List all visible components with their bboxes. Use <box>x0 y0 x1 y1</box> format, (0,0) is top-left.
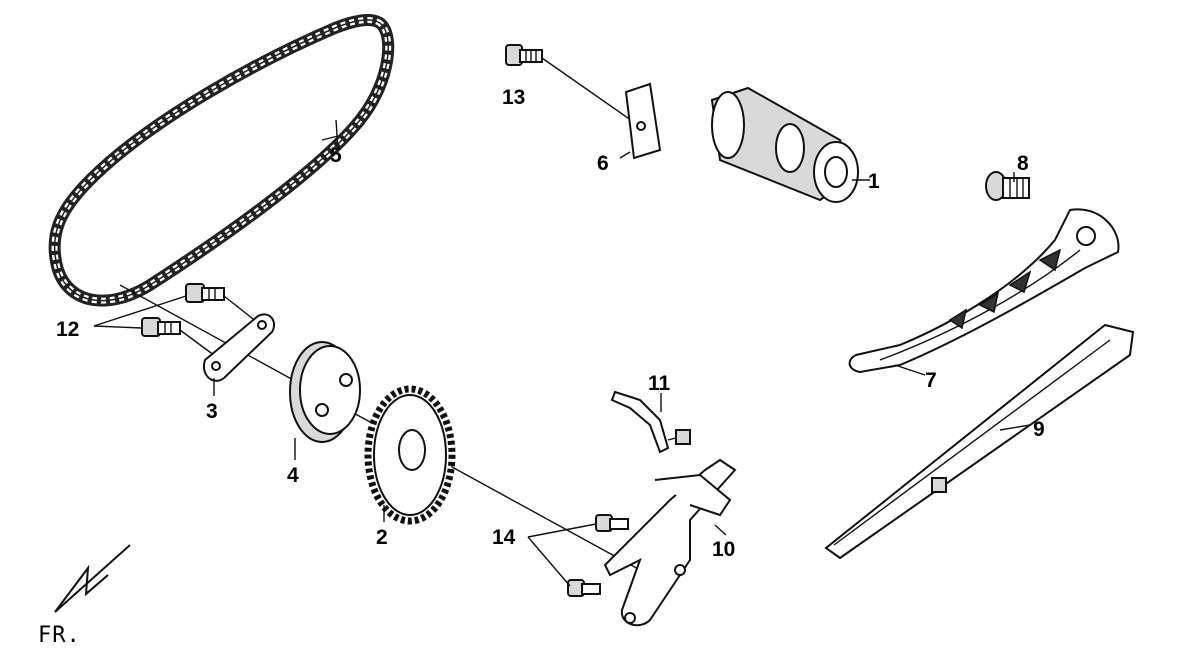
label-13: 13 <box>502 86 525 109</box>
label-6: 6 <box>597 152 609 175</box>
bracket-11 <box>610 390 691 454</box>
label-8: 8 <box>1017 152 1029 175</box>
label-5: 5 <box>330 144 342 167</box>
bolt-13 <box>505 44 543 66</box>
label-3: 3 <box>206 400 218 423</box>
label-11: 11 <box>648 372 671 395</box>
bolt-8 <box>985 171 1030 201</box>
label-2: 2 <box>376 526 388 549</box>
cam-chain <box>48 14 395 307</box>
front-arrow-icon <box>54 544 131 613</box>
camshaft-1 <box>710 86 859 203</box>
tensioner-guide-7 <box>848 208 1120 374</box>
label-1: 1 <box>868 170 880 193</box>
label-12: 12 <box>56 318 79 341</box>
bolt-12-upper <box>185 283 225 303</box>
plate-6 <box>624 82 662 160</box>
label-9: 9 <box>1033 418 1045 441</box>
bolt-14-upper <box>595 514 629 532</box>
plate-3 <box>202 313 276 382</box>
bolt-12-lower <box>141 317 181 337</box>
label-7: 7 <box>925 369 937 392</box>
leader-13-6 <box>541 57 639 126</box>
label-14: 14 <box>492 526 516 549</box>
bracket-10 <box>603 458 737 627</box>
label-4: 4 <box>287 464 299 487</box>
leader-lines <box>93 119 1031 587</box>
hub-4 <box>289 341 361 443</box>
sprocket-2 <box>364 385 456 525</box>
label-10: 10 <box>712 538 735 561</box>
chain-guide-9 <box>824 323 1135 560</box>
front-label: FR. <box>38 623 81 648</box>
bolt-14-lower <box>567 579 601 597</box>
